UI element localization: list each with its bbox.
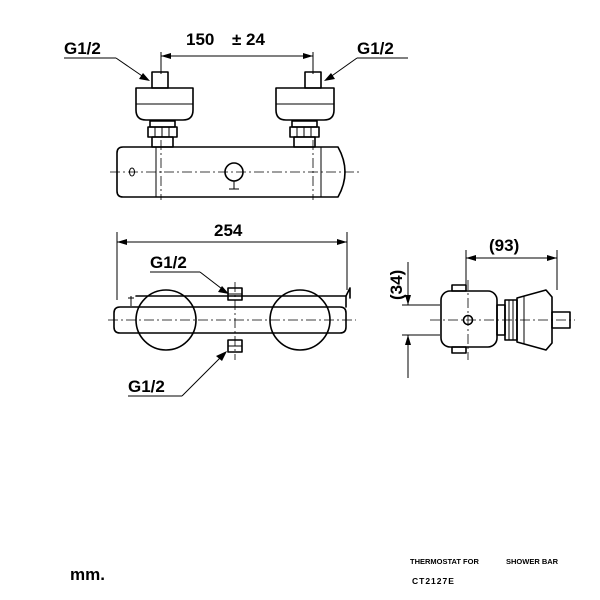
dim-spacing-label: 150 [186,30,214,49]
dim-height-label: (34) [387,270,406,300]
inlet-left-label: G1/2 [64,39,101,58]
dim-depth-label: (93) [489,236,519,255]
dim-length-label: 254 [214,221,243,240]
units-label: mm. [70,565,105,584]
inlet-right-label: G1/2 [357,39,394,58]
dim-spacing-tolerance: ± 24 [232,30,266,49]
title-product-line2: SHOWER BAR [506,557,559,566]
title-product-line1: THERMOSTAT FOR [410,557,479,566]
side-view: (93) (34) [387,236,575,378]
top-view: 150 ± 24 G1/2 G1/2 [64,30,408,200]
title-model-code: CT2127E [412,576,455,586]
outlet-top-label: G1/2 [150,253,187,272]
front-view: 254 G1/2 G1/2 [108,221,356,397]
outlet-bottom-label: G1/2 [128,377,165,396]
